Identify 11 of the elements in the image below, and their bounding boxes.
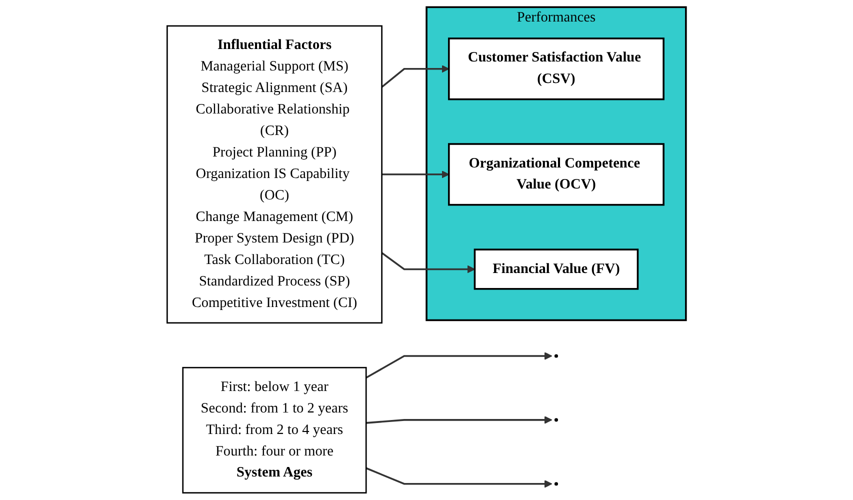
arrow	[366, 467, 552, 488]
arrow	[381, 252, 476, 274]
node-box: Influential Factors Managerial Support (MS) Strategic Alignment (SA) Collaborative Relationship (CR) Project Planning (PP) Organization IS Capability (OC) Change Management (CM) Proper System Design (PD) Task Collaboration (TC) Standardized Process (SP) Competitive Investment (CI)	[166, 25, 382, 324]
node-box: Financial Value (FV)	[474, 248, 639, 290]
node-box: First: below 1 year Second: from 1 to 2 years Third: from 2 to 4 years Fourth: four or more System Ages	[182, 366, 367, 494]
arrow	[366, 416, 552, 424]
node-box: Customer Satisfaction Value (CSV)	[448, 38, 664, 100]
arrow	[366, 352, 552, 379]
node-box: Organizational Competence Value (OCV)	[448, 143, 664, 206]
arrow	[382, 170, 450, 178]
arrow	[381, 64, 450, 88]
